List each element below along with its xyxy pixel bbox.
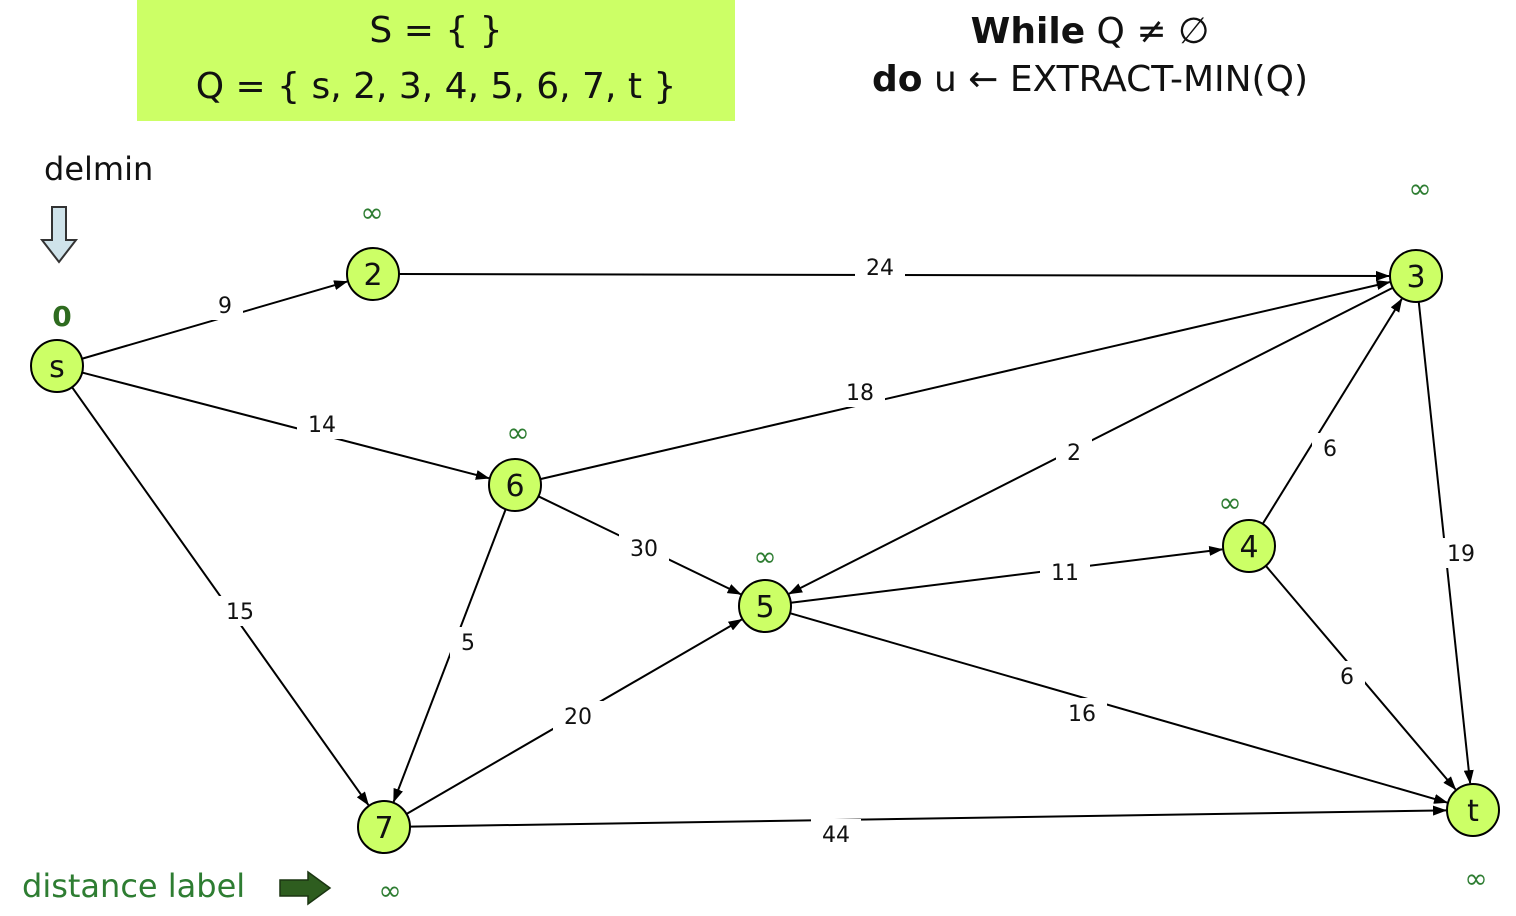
node-label: 5 bbox=[755, 590, 774, 625]
algorithm-line-1: While Q ≠ ∅ bbox=[780, 8, 1400, 56]
edge-weight-6-5: 30 bbox=[630, 537, 658, 562]
edge-weight-4-t: 6 bbox=[1340, 665, 1354, 690]
edge-weight-bg bbox=[297, 409, 347, 439]
edge-weight-bg bbox=[855, 252, 905, 282]
node-label: 2 bbox=[363, 258, 382, 293]
node-label: s bbox=[49, 350, 65, 385]
algorithm-text: While Q ≠ ∅ do u ← EXTRACT-MIN(Q) bbox=[780, 8, 1400, 104]
nodes-layer: s02∞3∞4∞5∞6∞7∞t∞ bbox=[30, 172, 1500, 907]
edge-weight-bg bbox=[1312, 433, 1348, 463]
edge-weight-bg bbox=[1436, 538, 1486, 568]
node-4: 4∞ bbox=[1218, 486, 1276, 573]
distance-label-6: ∞ bbox=[506, 416, 529, 449]
node-7: 7∞ bbox=[357, 800, 411, 907]
distance-label-4: ∞ bbox=[1218, 486, 1241, 519]
edge-weight-s-6: 14 bbox=[308, 413, 336, 438]
edge-weight-bg bbox=[450, 627, 486, 657]
node-circle bbox=[738, 579, 792, 633]
node-circle bbox=[1389, 249, 1443, 303]
queue-state-box: S = { } Q = { s, 2, 3, 4, 5, 6, 7, t } bbox=[137, 0, 735, 121]
edge-weight-s-2: 9 bbox=[218, 294, 232, 319]
distance-label-7: ∞ bbox=[378, 874, 401, 907]
edge-weight-5-4: 11 bbox=[1051, 561, 1079, 586]
delmin-arrow-icon bbox=[39, 206, 79, 264]
distance-label-3: ∞ bbox=[1408, 172, 1431, 205]
edge-7-t bbox=[409, 805, 1448, 828]
edge-5-4 bbox=[790, 545, 1224, 604]
edge-weight-6-3: 18 bbox=[846, 381, 874, 406]
node-label: 7 bbox=[374, 811, 393, 846]
edge-5-t bbox=[789, 612, 1449, 804]
extract-min-call: u ← EXTRACT-MIN(Q) bbox=[922, 59, 1308, 100]
edge-weight-bg bbox=[1056, 437, 1092, 467]
distance-label-t: ∞ bbox=[1464, 862, 1487, 895]
node-label: 4 bbox=[1239, 530, 1258, 565]
node-label: 3 bbox=[1406, 260, 1425, 295]
edge-6-7 bbox=[392, 508, 507, 803]
edge-s-2 bbox=[81, 280, 349, 360]
node-circle bbox=[1446, 783, 1500, 837]
node-label: t bbox=[1467, 794, 1479, 829]
edge-weight-7-5: 20 bbox=[564, 705, 592, 730]
distance-label-arrow-icon bbox=[279, 870, 332, 906]
edge-weight-s-7: 15 bbox=[226, 600, 254, 625]
node-circle bbox=[346, 247, 400, 301]
edge-weight-2-3: 24 bbox=[866, 256, 894, 281]
edge-weight-bg bbox=[811, 819, 861, 849]
node-circle bbox=[357, 800, 411, 854]
edge-weight-7-t: 44 bbox=[822, 823, 850, 848]
edge-weight-bg bbox=[1040, 557, 1090, 587]
node-circle bbox=[488, 458, 542, 512]
edge-weight-bg bbox=[215, 596, 265, 626]
node-3: 3∞ bbox=[1389, 172, 1443, 303]
while-condition: Q ≠ ∅ bbox=[1085, 11, 1210, 52]
set-s-text: S = { } bbox=[369, 10, 503, 51]
node-6: 6∞ bbox=[488, 416, 542, 512]
set-q-text: Q = { s, 2, 3, 4, 5, 6, 7, t } bbox=[195, 66, 677, 107]
node-label: 6 bbox=[505, 469, 524, 504]
algorithm-line-2: do u ← EXTRACT-MIN(Q) bbox=[780, 56, 1400, 104]
edge-weight-bg bbox=[619, 533, 669, 563]
edge-weight-6-7: 5 bbox=[461, 631, 475, 656]
edge-weight-bg bbox=[553, 701, 603, 731]
distance-label-5: ∞ bbox=[753, 540, 776, 573]
node-circle bbox=[30, 339, 84, 393]
node-t: t∞ bbox=[1446, 783, 1500, 895]
node-2: 2∞ bbox=[346, 196, 400, 301]
edge-weight-5-t: 16 bbox=[1068, 702, 1096, 727]
node-5: 5∞ bbox=[738, 540, 792, 633]
edge-weight-3-t: 19 bbox=[1447, 542, 1475, 567]
edge-weight-bg bbox=[835, 377, 885, 407]
delmin-label: delmin bbox=[44, 150, 153, 188]
do-keyword: do bbox=[872, 59, 923, 100]
edge-s-6 bbox=[81, 371, 490, 480]
edge-weight-bg bbox=[1329, 661, 1365, 691]
node-s: s0 bbox=[30, 300, 84, 393]
while-keyword: While bbox=[970, 11, 1086, 52]
edge-weight-bg bbox=[207, 290, 243, 320]
distance-label-2: ∞ bbox=[360, 196, 383, 229]
distance-label-s: 0 bbox=[52, 300, 71, 333]
node-circle bbox=[1222, 519, 1276, 573]
edge-weight-3-5: 2 bbox=[1067, 441, 1081, 466]
edge-4-3 bbox=[1261, 298, 1403, 525]
edge-weight-4-3: 6 bbox=[1323, 437, 1337, 462]
edge-6-3 bbox=[540, 280, 1391, 481]
distance-label-caption: distance label bbox=[22, 867, 245, 905]
edge-weight-bg bbox=[1057, 698, 1107, 728]
